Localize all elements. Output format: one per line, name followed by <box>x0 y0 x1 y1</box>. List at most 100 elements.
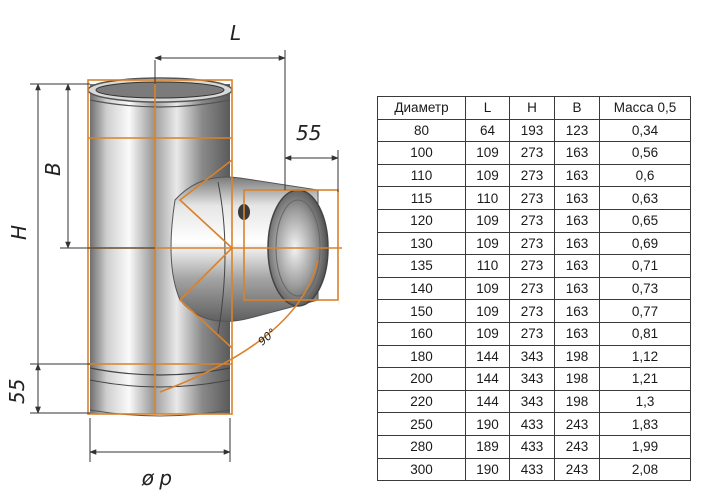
cell-L: 190 <box>465 457 510 482</box>
cell-B: 123 <box>554 118 600 143</box>
cell-diameter: 160 <box>377 321 466 346</box>
cell-B: 163 <box>554 231 600 256</box>
cell-B: 163 <box>554 254 600 278</box>
cell-B: 163 <box>554 186 600 210</box>
table-header-row: Диаметр L H B Масса 0,5 <box>377 96 691 120</box>
cell-L: 109 <box>465 321 510 346</box>
cell-L: 189 <box>465 434 510 459</box>
cell-mass: 0,69 <box>599 231 691 256</box>
dim-label-B: B <box>41 162 65 176</box>
cell-mass: 0,71 <box>599 254 691 278</box>
cell-L: 110 <box>465 254 510 278</box>
cell-diameter: 150 <box>377 299 466 323</box>
cell-diameter: 280 <box>377 434 466 459</box>
cell-L: 144 <box>465 389 510 414</box>
cell-mass: 1,3 <box>599 389 691 414</box>
cell-B: 163 <box>554 276 600 301</box>
cell-diameter: 135 <box>377 254 466 278</box>
cell-H: 433 <box>509 457 555 482</box>
cell-H: 343 <box>509 389 555 414</box>
cell-mass: 0,65 <box>599 208 691 233</box>
cell-H: 273 <box>509 321 555 346</box>
cell-B: 198 <box>554 367 600 391</box>
cell-L: 109 <box>465 276 510 301</box>
cell-B: 163 <box>554 163 600 188</box>
cell-mass: 1,99 <box>599 434 691 459</box>
cell-diameter: 180 <box>377 344 466 369</box>
cell-mass: 0,6 <box>599 163 691 188</box>
cell-H: 273 <box>509 276 555 301</box>
dim-label-55-bottom: 55 <box>5 379 29 404</box>
cell-H: 273 <box>509 208 555 233</box>
branch-pipe <box>170 176 329 335</box>
cell-L: 144 <box>465 344 510 369</box>
cell-H: 273 <box>509 141 555 165</box>
cell-diameter: 300 <box>377 457 466 482</box>
cell-mass: 1,21 <box>599 367 691 391</box>
angle-label: 90° <box>256 326 279 348</box>
cell-H: 193 <box>509 118 555 143</box>
cell-mass: 0,81 <box>599 321 691 346</box>
cell-diameter: 115 <box>377 186 466 210</box>
cell-L: 144 <box>465 367 510 391</box>
dim-label-diameter-symbol: ø <box>141 469 155 493</box>
cell-diameter: 250 <box>377 412 466 436</box>
header-diameter: Диаметр <box>377 96 466 120</box>
header-mass: Масса 0,5 <box>599 96 691 120</box>
cell-L: 190 <box>465 412 510 436</box>
cell-diameter: 220 <box>377 389 466 414</box>
dim-label-55-side: 55 <box>296 121 321 145</box>
cell-H: 433 <box>509 434 555 459</box>
dim-label-H: H <box>7 225 31 240</box>
cell-B: 163 <box>554 299 600 323</box>
dimension-lines <box>30 50 339 462</box>
cell-diameter: 140 <box>377 276 466 301</box>
cell-L: 64 <box>465 118 510 143</box>
cell-L: 109 <box>465 299 510 323</box>
cell-diameter: 100 <box>377 141 466 165</box>
header-H: H <box>509 96 555 120</box>
cell-B: 243 <box>554 457 600 482</box>
cell-L: 109 <box>465 208 510 233</box>
cell-mass: 0,56 <box>599 141 691 165</box>
cell-H: 273 <box>509 231 555 256</box>
tee-drawing: L 55 H B 55 ø d 90° <box>5 21 342 493</box>
cell-diameter: 80 <box>377 118 466 143</box>
cell-B: 163 <box>554 208 600 233</box>
cell-H: 433 <box>509 412 555 436</box>
cell-L: 109 <box>465 141 510 165</box>
cell-mass: 0,34 <box>599 118 691 143</box>
cell-mass: 0,77 <box>599 299 691 323</box>
cell-diameter: 130 <box>377 231 466 256</box>
cell-diameter: 120 <box>377 208 466 233</box>
cell-mass: 0,63 <box>599 186 691 210</box>
cell-B: 163 <box>554 321 600 346</box>
dim-label-L: L <box>230 21 241 45</box>
cell-B: 163 <box>554 141 600 165</box>
cell-L: 109 <box>465 163 510 188</box>
cell-B: 243 <box>554 434 600 459</box>
cell-H: 273 <box>509 186 555 210</box>
cell-diameter: 200 <box>377 367 466 391</box>
cell-L: 110 <box>465 186 510 210</box>
cell-B: 198 <box>554 389 600 414</box>
header-B: B <box>554 96 600 120</box>
cell-H: 273 <box>509 254 555 278</box>
header-L: L <box>465 96 510 120</box>
